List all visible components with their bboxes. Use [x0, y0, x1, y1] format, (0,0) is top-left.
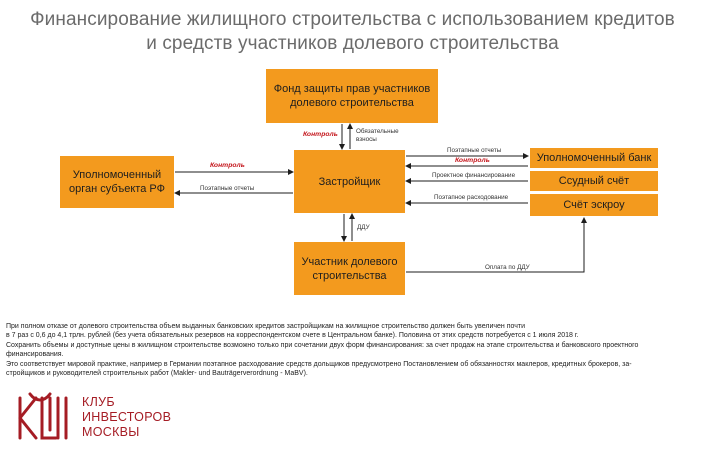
- notes-text: При полном отказе от долевого строительс…: [6, 322, 701, 378]
- ddu-label: ДДУ: [357, 224, 370, 231]
- escrow-account-label: Счёт эскроу: [563, 199, 625, 211]
- participant-label-line-1: Участник долевого: [301, 255, 398, 268]
- escrow-account-box: Счёт эскроу: [530, 194, 658, 216]
- ddu-payment-label: Оплата по ДДУ: [485, 264, 530, 271]
- note-paragraph-2-line-2: финансирования.: [6, 351, 64, 359]
- club-logo-icon: [18, 392, 68, 440]
- stage-spending-label: Поэтапное расходование: [434, 194, 509, 201]
- logo-line-1: КЛУБ: [82, 395, 115, 409]
- mandatory-contributions-label: Обязательные взносы: [356, 128, 399, 144]
- authority-box: Уполномоченный орган субъекта РФ: [60, 156, 174, 208]
- fund-box: Фонд защиты прав участников долевого стро…: [266, 69, 438, 123]
- logo-line-2: ИНВЕСТОРОВ: [82, 410, 172, 424]
- control-authority-label: Контроль: [210, 162, 245, 169]
- bank-box: Уполномоченный банк: [530, 148, 658, 168]
- fund-label-line-1: Фонд защиты прав участников: [273, 83, 431, 95]
- note-paragraph-1-line-1: При полном отказе от долевого строительс…: [6, 323, 525, 330]
- developer-label: Застройщик: [318, 175, 381, 188]
- fund-label-line-2: долевого строительства: [290, 97, 414, 109]
- arrow-participant-to-escrow: [406, 217, 587, 273]
- developer-box: Застройщик: [294, 150, 405, 213]
- control-bank-label: Контроль: [455, 157, 490, 164]
- authority-label-line-1: Уполномоченный: [72, 169, 162, 181]
- participant-label-line-2: строительства: [312, 269, 387, 282]
- mandatory-contributions-line-1: Обязательные: [356, 128, 399, 135]
- control-fund-label: Контроль: [303, 131, 338, 138]
- logo-line-3: МОСКВЫ: [82, 425, 140, 439]
- loan-account-box: Ссудный счёт: [530, 171, 658, 191]
- title-line-1: Финансирование жилищного строительства с…: [30, 9, 675, 30]
- authority-label-line-2: орган субъекта РФ: [69, 183, 165, 195]
- stage-reports-right-label: Поэтапные отчеты: [447, 147, 502, 154]
- note-paragraph-2-line-1: Сохранить объемы и доступные цены в жили…: [6, 341, 639, 349]
- loan-account-label: Ссудный счёт: [558, 175, 630, 187]
- diagram-title: Финансирование жилищного строительства с…: [0, 8, 705, 56]
- stage-reports-left-label: Поэтапные отчеты: [200, 185, 255, 192]
- note-paragraph-3-line-2: стройщиков и руководителей строительных …: [6, 370, 308, 378]
- bank-label: Уполномоченный банк: [536, 152, 652, 164]
- title-line-2: и средств участников долевого строительс…: [146, 33, 559, 54]
- note-paragraph-3-line-1: Это соответствует мировой практике, напр…: [6, 360, 632, 368]
- project-financing-label: Проектное финансирование: [432, 172, 516, 179]
- club-logo-text: КЛУБ ИНВЕСТОРОВ МОСКВЫ: [82, 395, 171, 440]
- note-paragraph-1-line-2: в 7 раз с 0,6 до 4,1 трлн. рублей (без у…: [6, 332, 579, 340]
- mandatory-contributions-line-2: взносы: [356, 136, 377, 143]
